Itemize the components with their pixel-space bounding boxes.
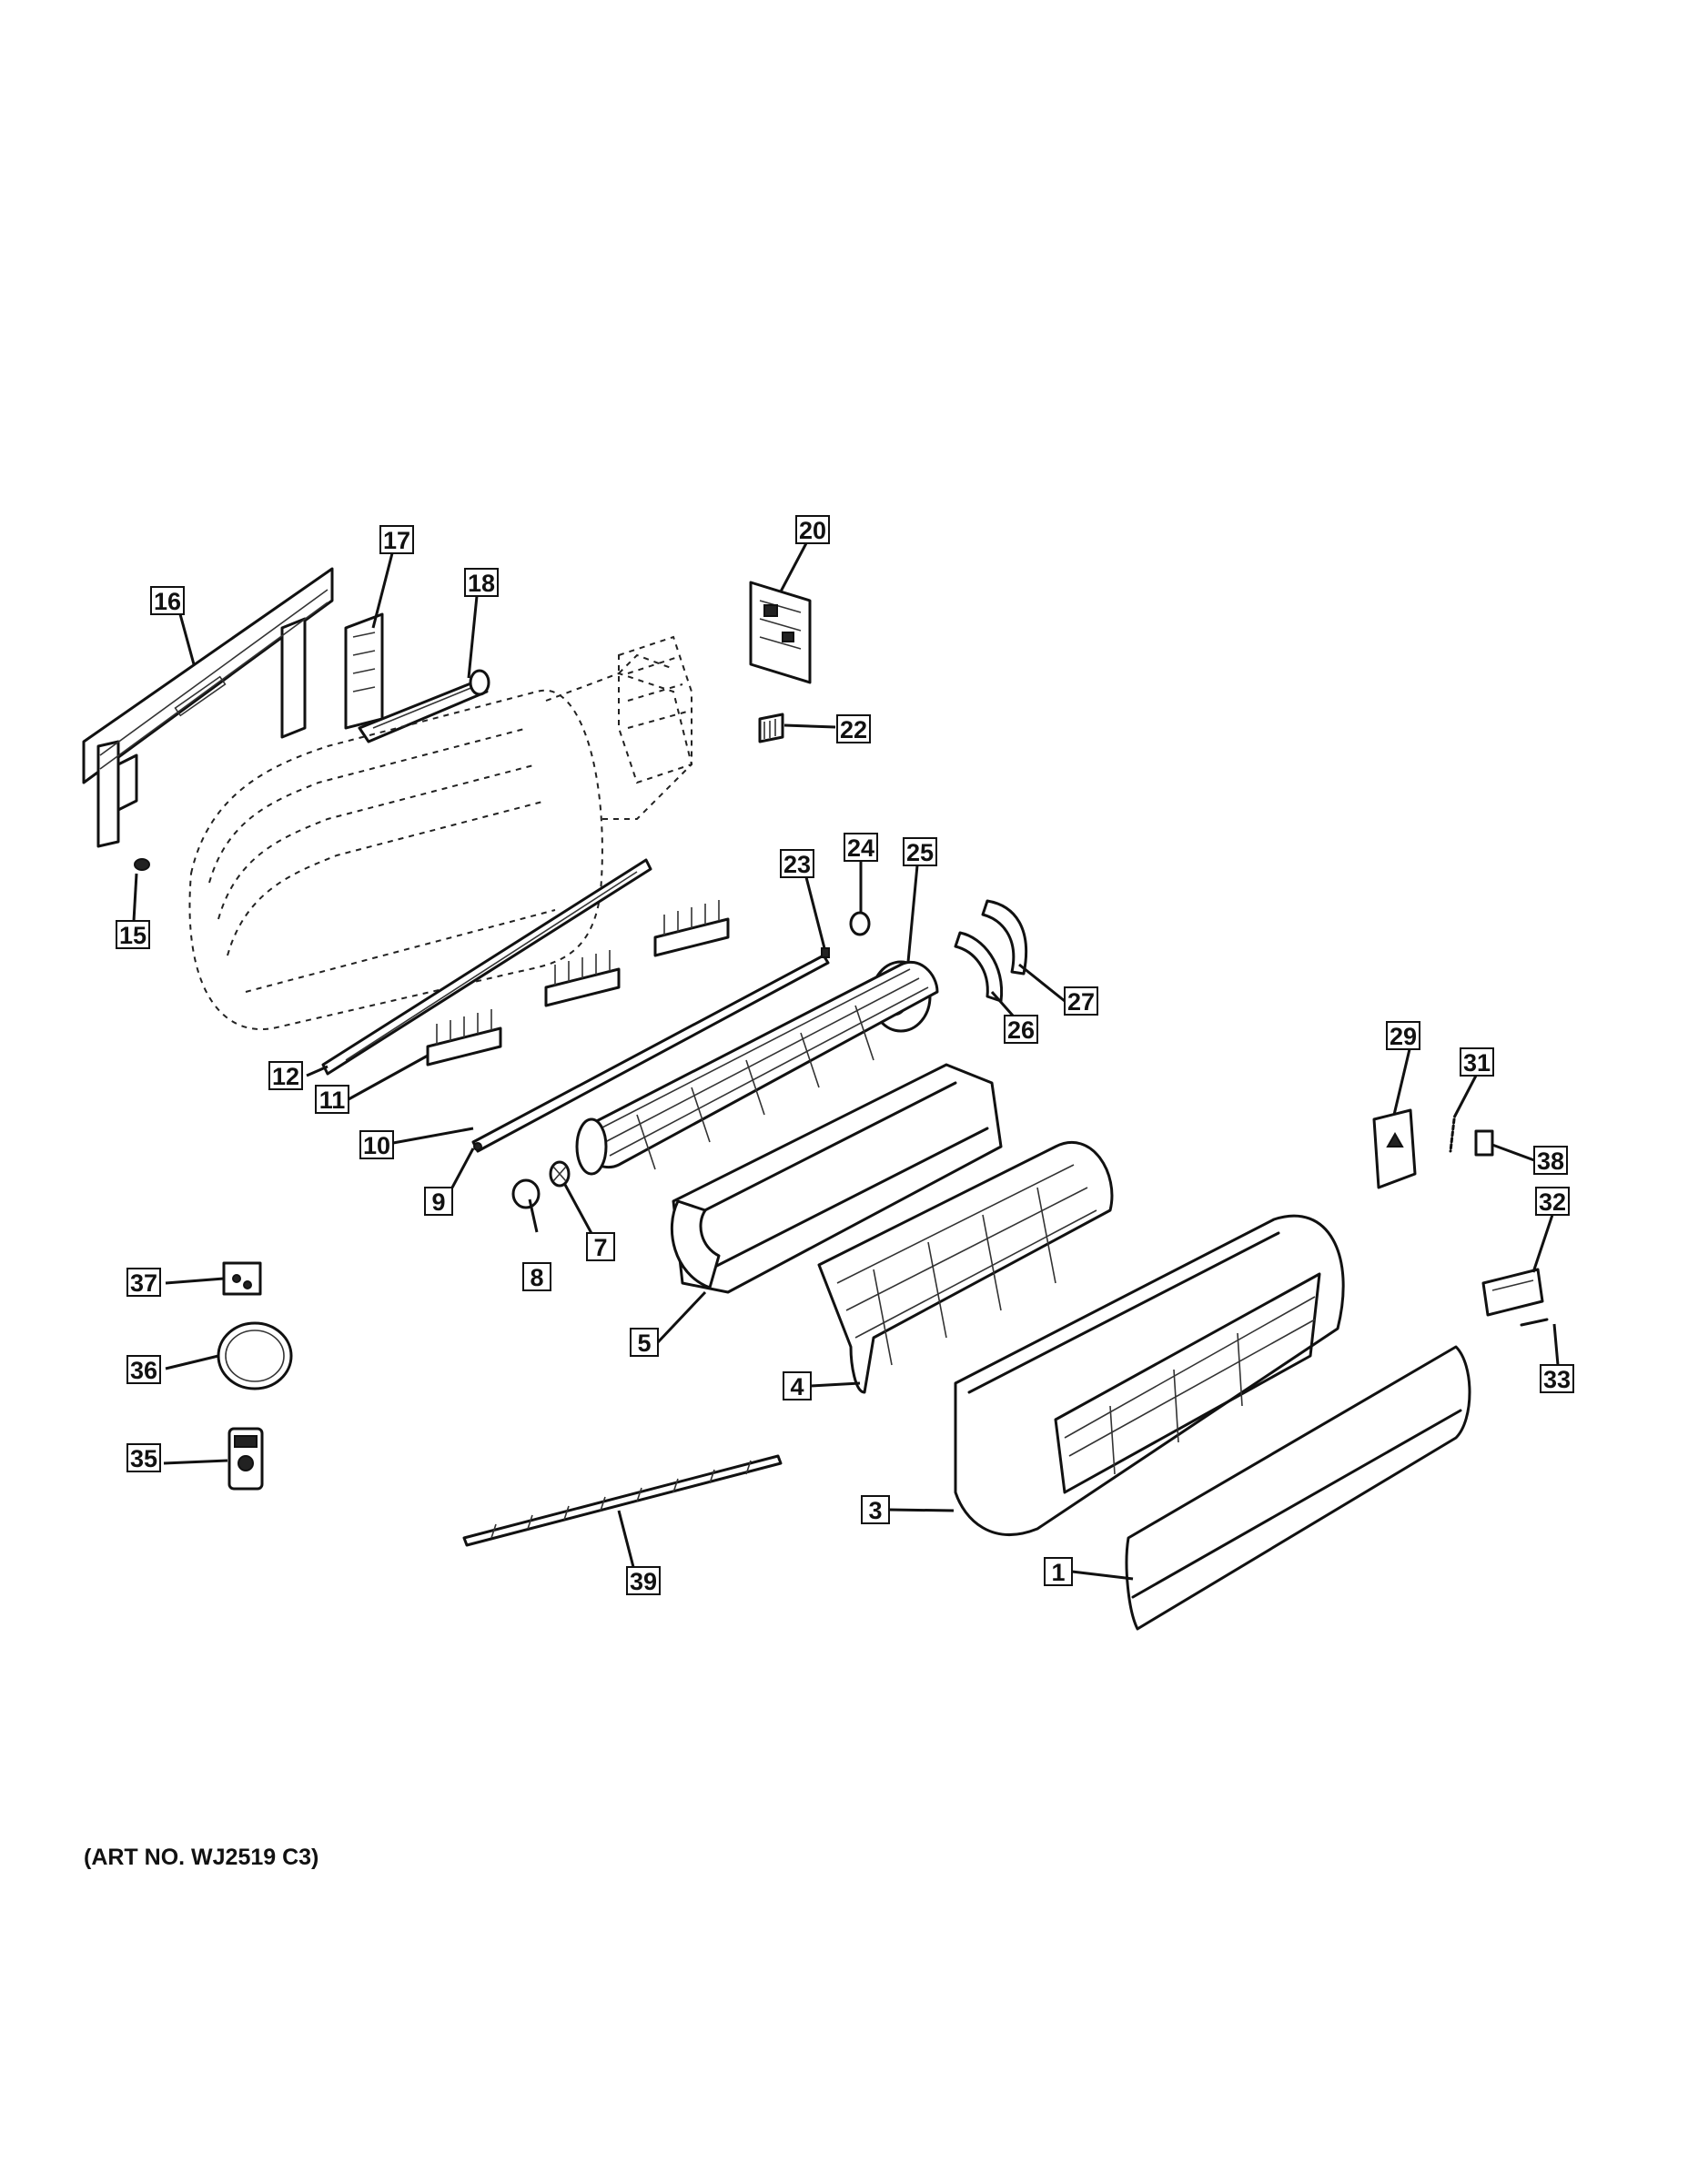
evaporator-chassis: [188, 653, 693, 1031]
svg-text:26: 26: [1007, 1016, 1035, 1044]
svg-text:16: 16: [154, 588, 181, 615]
svg-text:22: 22: [840, 716, 867, 743]
callout-32: 32: [1535, 1187, 1570, 1216]
svg-text:7: 7: [593, 1234, 607, 1261]
part-1-front-cover: [1125, 1345, 1471, 1631]
callout-8: 8: [522, 1262, 551, 1291]
callout-33: 33: [1540, 1364, 1574, 1393]
part-33-wire-clip: [1520, 1318, 1549, 1327]
part-16-mounting-plate: [82, 567, 334, 871]
callout-18: 18: [464, 568, 499, 597]
part-23-clip: [821, 947, 830, 958]
callout-22: 22: [836, 714, 871, 743]
svg-text:23: 23: [783, 851, 811, 878]
part-7-8-bearing-coupling: [511, 1160, 571, 1209]
svg-text:24: 24: [847, 834, 874, 862]
callout-39: 39: [626, 1566, 661, 1595]
part-35-remote-control: [227, 1427, 264, 1491]
svg-text:17: 17: [383, 527, 410, 554]
svg-text:32: 32: [1539, 1188, 1566, 1216]
art-number-label: (ART NO. WJ2519 C3): [84, 1845, 319, 1870]
callout-35: 35: [126, 1443, 161, 1472]
part-39-horizontal-flap: [462, 1454, 783, 1547]
callout-37: 37: [126, 1268, 161, 1297]
svg-text:36: 36: [130, 1357, 157, 1384]
part-3-front-housing: [954, 1214, 1345, 1536]
part-5-drain-pan: [671, 1063, 1003, 1294]
callout-1: 1: [1044, 1557, 1073, 1586]
svg-text:8: 8: [530, 1264, 543, 1291]
part-29-cover: [1372, 1108, 1417, 1189]
svg-text:5: 5: [637, 1330, 651, 1357]
svg-text:11: 11: [319, 1087, 346, 1114]
part-31-wire: [1449, 1117, 1456, 1153]
part-11-louver-sets: [426, 900, 730, 1067]
callout-29: 29: [1386, 1021, 1420, 1050]
callout-27: 27: [1064, 986, 1098, 1016]
callout-3: 3: [861, 1495, 890, 1524]
svg-text:15: 15: [119, 922, 147, 949]
callout-9: 9: [424, 1187, 453, 1216]
svg-text:38: 38: [1537, 1148, 1564, 1175]
part-26-27-motor-clamps: [954, 899, 1028, 1003]
callout-15: 15: [116, 920, 150, 949]
part-22-connector: [758, 713, 784, 743]
svg-text:33: 33: [1543, 1366, 1571, 1393]
svg-text:3: 3: [868, 1497, 882, 1524]
part-36-insulation-hose: [217, 1321, 293, 1390]
callout-24: 24: [844, 833, 878, 862]
part-20-control-board: [749, 581, 812, 684]
callout-20: 20: [795, 515, 830, 544]
callout-7: 7: [586, 1232, 615, 1261]
callout-11: 11: [315, 1085, 349, 1114]
callout-10: 10: [359, 1130, 394, 1159]
part-38-sensor: [1474, 1129, 1494, 1157]
part-32-display-board: [1481, 1268, 1544, 1317]
svg-text:27: 27: [1067, 988, 1095, 1016]
svg-text:25: 25: [906, 839, 934, 866]
part-12-louver-rail: [321, 858, 652, 1076]
callout-17: 17: [379, 525, 414, 554]
part-9-connecting-rod: [471, 954, 830, 1153]
svg-text:1: 1: [1051, 1559, 1065, 1586]
callout-5: 5: [630, 1328, 659, 1357]
svg-text:12: 12: [272, 1063, 299, 1090]
part-cross-flow-fan: [575, 960, 939, 1176]
callout-4: 4: [783, 1371, 812, 1400]
callout-25: 25: [903, 837, 937, 866]
part-24-bearing: [849, 911, 871, 936]
callout-16: 16: [150, 586, 185, 615]
control-box: [618, 635, 692, 784]
part-18-drain-hose: [358, 669, 490, 743]
callout-12: 12: [268, 1061, 303, 1090]
svg-text:37: 37: [130, 1269, 157, 1297]
callout-26: 26: [1004, 1015, 1038, 1044]
svg-text:29: 29: [1390, 1023, 1417, 1050]
svg-text:20: 20: [799, 517, 826, 544]
svg-text:39: 39: [630, 1568, 657, 1595]
svg-text:4: 4: [790, 1373, 804, 1400]
svg-text:10: 10: [363, 1132, 390, 1159]
svg-text:9: 9: [431, 1188, 445, 1216]
callout-labels: 1 3 4 5 7 8 9 10 11 12 15 16 17 18 20 22…: [116, 515, 1574, 1595]
callout-38: 38: [1533, 1146, 1568, 1175]
callout-31: 31: [1460, 1047, 1494, 1077]
part-4-filter: [817, 1140, 1114, 1394]
callout-36: 36: [126, 1355, 161, 1384]
callout-23: 23: [780, 849, 814, 878]
svg-text:18: 18: [468, 570, 495, 597]
svg-text:35: 35: [130, 1445, 157, 1472]
leader-lines: [132, 542, 1560, 1581]
part-37-screw-bag: [222, 1261, 262, 1296]
svg-text:31: 31: [1463, 1049, 1491, 1077]
part-17-bracket: [344, 612, 384, 730]
